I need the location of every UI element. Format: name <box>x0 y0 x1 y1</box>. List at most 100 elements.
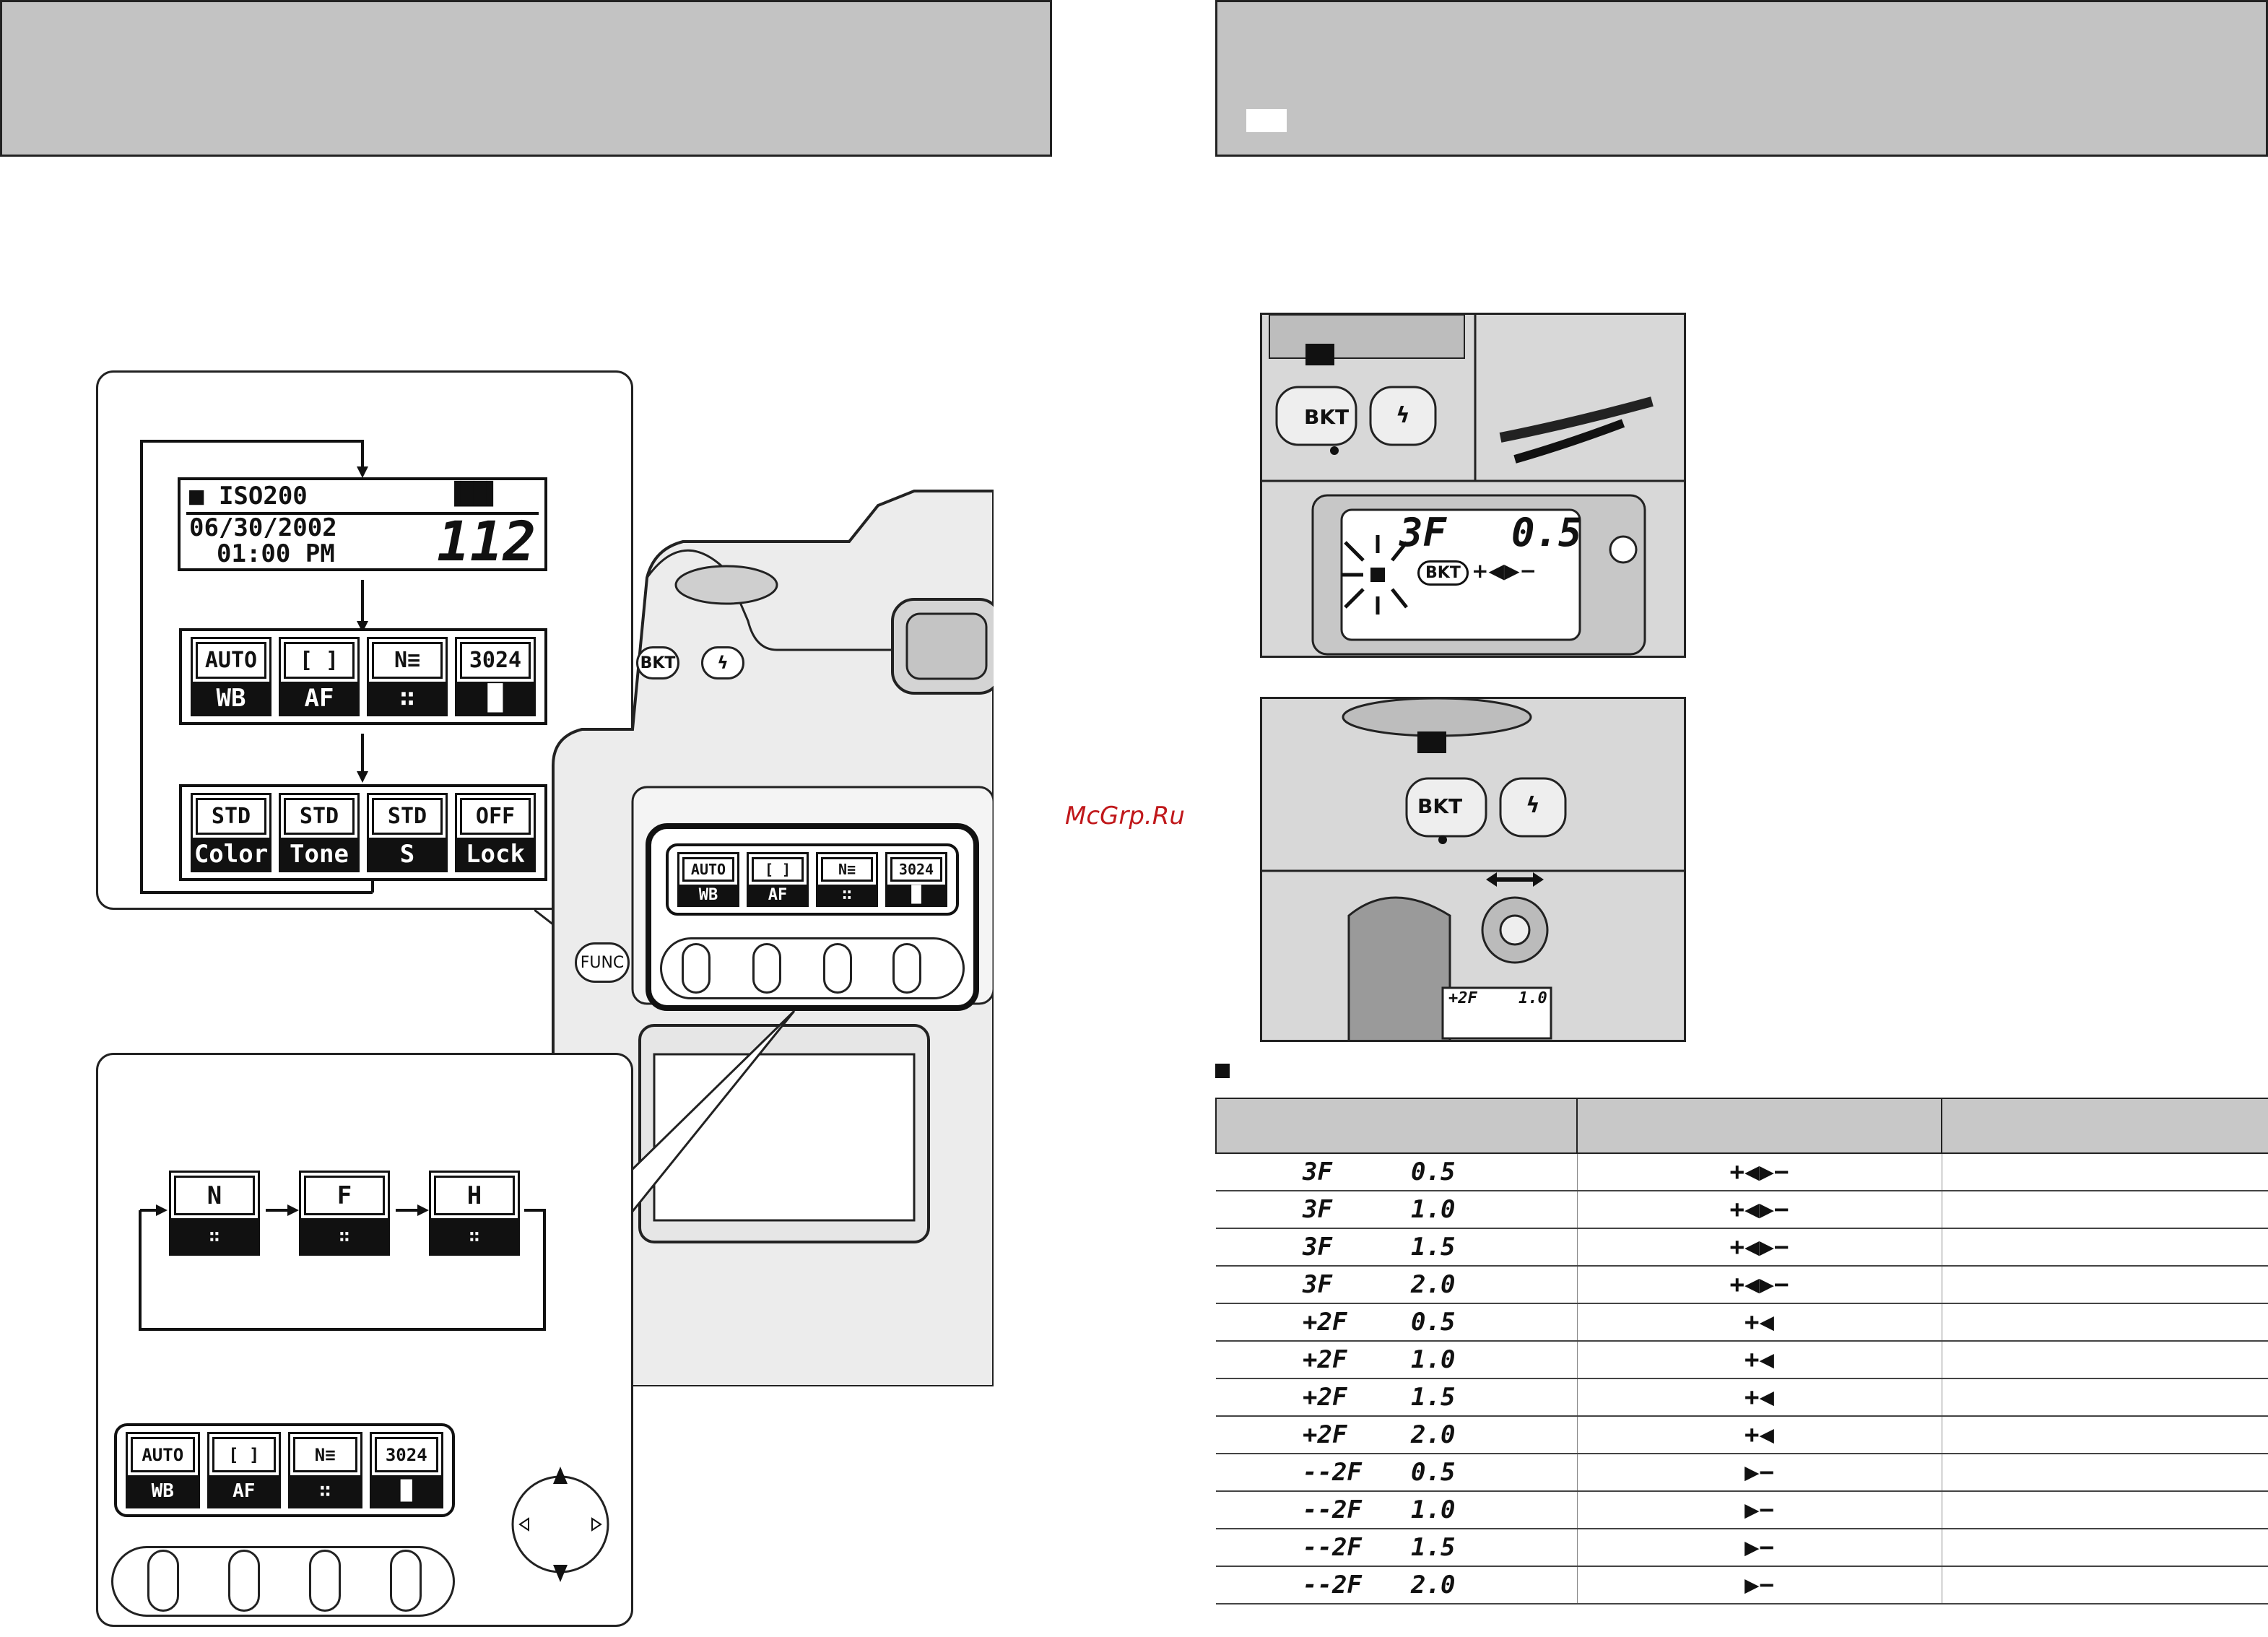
bkt-indicator: +◀ <box>1576 1303 1942 1342</box>
lcd-date: 06/30/2002 <box>189 513 337 542</box>
flash-button-photo2[interactable]: ϟ <box>1526 793 1540 818</box>
table-bullet <box>1215 1064 1230 1078</box>
bkt-table-header <box>1215 1098 2268 1154</box>
bkt-notes-cell <box>1941 1266 2268 1304</box>
lower-func-btn-2[interactable] <box>228 1550 260 1612</box>
bkt-setting-cell: +2F 1.0 <box>1216 1341 1577 1379</box>
flash-button[interactable]: ϟ <box>701 646 744 679</box>
bkt-photo-bottom: BKT ϟ +2F 1.0 <box>1260 697 1686 1042</box>
bkt-button-photo2[interactable]: BKT <box>1417 794 1463 818</box>
bkt-step: 0.5 <box>1411 1158 1456 1186</box>
bkt-indicator: ▶− <box>1576 1491 1942 1529</box>
bkt-indicator: ▶− <box>1576 1529 1942 1567</box>
bkt-setting-cell: +2F 1.5 <box>1216 1378 1577 1417</box>
bkt-indicator: +◀ <box>1576 1341 1942 1379</box>
cam-func-btn-1[interactable] <box>682 943 711 994</box>
bkt-step: 0.5 <box>1411 1458 1456 1487</box>
left-header-band <box>0 0 1052 157</box>
lcd-divider <box>186 512 539 515</box>
lower-tile-af: [ ]AF <box>207 1432 281 1508</box>
bkt-step: 1.5 <box>1411 1383 1456 1412</box>
bkt-indicator: +◀ <box>1576 1378 1942 1417</box>
photo2-readout-frames: +2F <box>1448 989 1477 1007</box>
lower-func-btn-3[interactable] <box>309 1550 341 1612</box>
watermark: McGrp.Ru <box>1065 802 1185 830</box>
bkt-setting-cell: +2F 0.5 <box>1216 1303 1577 1342</box>
func-tile-af: [ ]AF <box>279 637 360 716</box>
bkt-frames: 3F <box>1303 1270 1332 1299</box>
bkt-lcd-indicator: +◀▶− <box>1472 559 1537 583</box>
cam-func-btn-2[interactable] <box>752 943 781 994</box>
bkt-frames: +2F <box>1303 1383 1347 1412</box>
quality-tile-n: N∷ <box>169 1171 260 1256</box>
cam-tile-size: 3024█ <box>885 852 947 907</box>
lcd-mode: ■ ISO200 <box>189 482 308 511</box>
bkt-indicator: +◀▶− <box>1576 1266 1942 1304</box>
lcd-time: 01:00 PM <box>217 539 335 568</box>
bkt-step: 1.5 <box>1411 1233 1456 1262</box>
header-tag <box>1246 109 1287 132</box>
cam-func-btn-4[interactable] <box>892 943 921 994</box>
quality-tile-h: H∷ <box>429 1171 520 1256</box>
cam-tile-quality: N≡∷ <box>816 852 878 907</box>
cam-tile-af: [ ]AF <box>747 852 809 907</box>
bkt-indicator: +◀▶− <box>1576 1153 1942 1191</box>
bkt-button[interactable]: BKT <box>636 646 679 679</box>
bkt-frames: --2F <box>1303 1495 1362 1524</box>
bkt-notes-cell <box>1941 1491 2268 1529</box>
bkt-indicator: +◀ <box>1576 1416 1942 1454</box>
table-row: 3F 0.5 +◀▶− <box>1216 1153 2268 1191</box>
bkt-frames: --2F <box>1303 1571 1362 1599</box>
table-row: +2F 1.5 +◀ <box>1216 1378 2268 1417</box>
flash-button-photo[interactable]: ϟ <box>1396 403 1410 428</box>
status-lcd: ■ ISO200 ▐██▌ 06/30/2002 01:00 PM 112 <box>178 477 547 573</box>
bkt-notes-cell <box>1941 1303 2268 1342</box>
cross-key-icon[interactable] <box>510 1459 611 1589</box>
table-row: +2F 0.5 +◀ <box>1216 1303 2268 1342</box>
bkt-frames: +2F <box>1303 1345 1347 1374</box>
bkt-notes-cell <box>1941 1341 2268 1379</box>
lower-func-btn-1[interactable] <box>147 1550 179 1612</box>
lower-func-btn-4[interactable] <box>390 1550 422 1612</box>
lcd-counter: 112 <box>437 509 536 573</box>
bkt-frames: 3F <box>1303 1158 1332 1186</box>
bkt-frames: +2F <box>1303 1308 1347 1337</box>
bkt-step: 1.0 <box>1411 1195 1456 1224</box>
bkt-notes-cell <box>1941 1454 2268 1492</box>
cam-func-btn-3[interactable] <box>823 943 852 994</box>
bkt-indicator: +◀▶− <box>1576 1191 1942 1229</box>
bkt-button-photo[interactable]: BKT <box>1304 405 1350 429</box>
bkt-notes-cell <box>1941 1191 2268 1229</box>
quality-pointer <box>628 1009 796 1217</box>
bkt-step: 0.5 <box>1411 1308 1456 1337</box>
bkt-photo-top: BKT ϟ 3F 0.5 BKT +◀▶− <box>1260 313 1686 658</box>
bkt-step: 1.0 <box>1411 1345 1456 1374</box>
bkt-frames: --2F <box>1303 1533 1362 1562</box>
table-row: +2F 1.0 +◀ <box>1216 1341 2268 1379</box>
bkt-photo-bottom-illustration <box>1262 699 1684 1040</box>
func-button[interactable]: FUNC <box>575 942 630 983</box>
quality-cycle-arrows <box>139 1204 546 1331</box>
